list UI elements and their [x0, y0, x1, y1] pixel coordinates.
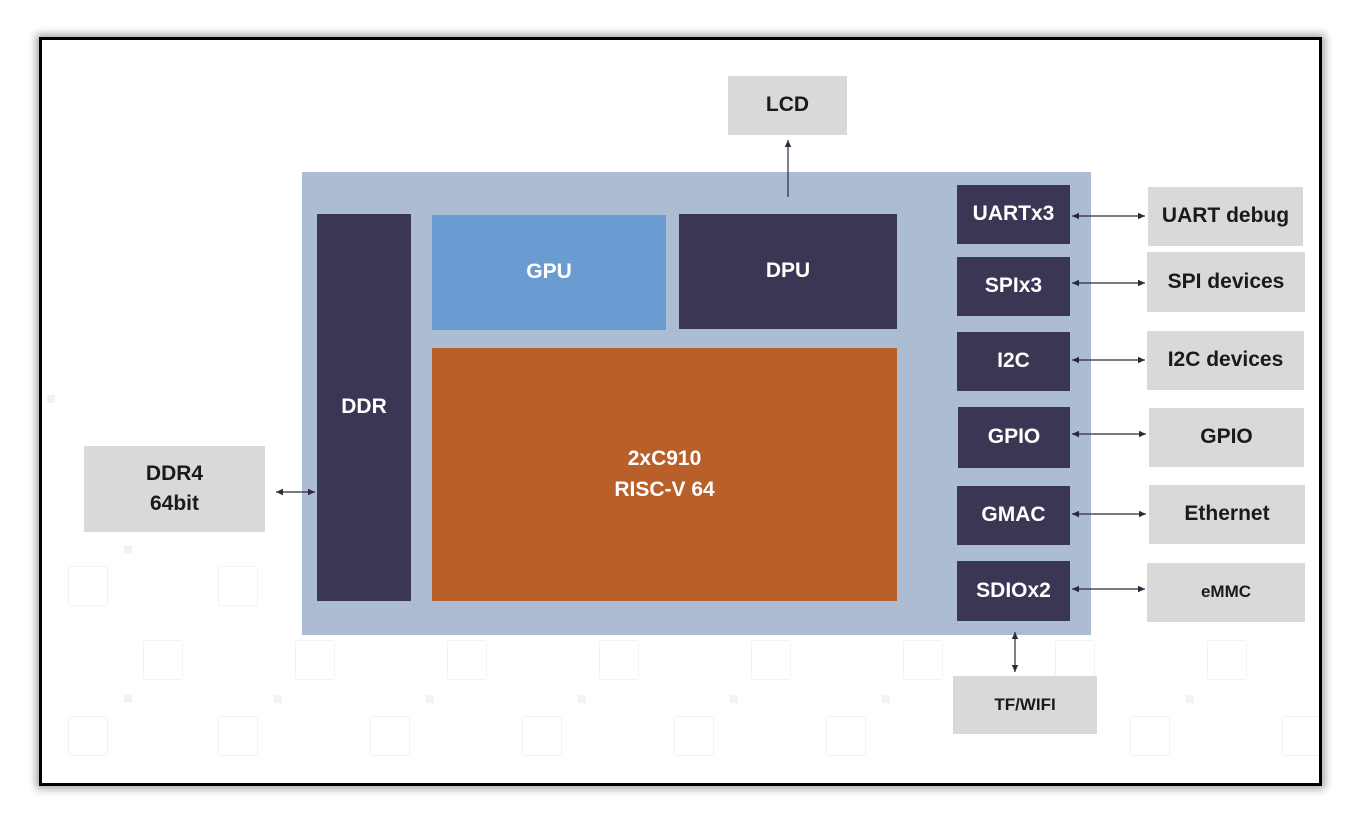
bg-dot [882, 695, 890, 703]
bg-square [447, 640, 487, 680]
bg-square [218, 716, 258, 756]
i2c-devices-block: I2C devices [1147, 331, 1304, 390]
bg-square [826, 716, 866, 756]
bg-square [1282, 716, 1319, 756]
bg-square [68, 566, 108, 606]
bg-dot [578, 695, 586, 703]
gmac-interface: GMAC [957, 486, 1070, 545]
gpio-interface: GPIO [958, 407, 1070, 468]
bg-dot [1186, 695, 1194, 703]
spi-devices-block: SPI devices [1147, 252, 1305, 312]
bg-dot [47, 395, 55, 403]
bg-square [599, 640, 639, 680]
ddr-controller: DDR [317, 214, 411, 601]
bg-square [218, 566, 258, 606]
bg-dot [730, 695, 738, 703]
emmc-block: eMMC [1147, 563, 1305, 622]
ddr4-memory-block: DDR4 64bit [84, 446, 265, 532]
uart-interface: UARTx3 [957, 185, 1070, 244]
cpu-block: 2xC910 RISC-V 64 [432, 348, 897, 601]
bg-dot [124, 545, 132, 553]
bg-square [522, 716, 562, 756]
uart-debug-block: UART debug [1148, 187, 1303, 246]
sdio-interface: SDIOx2 [957, 561, 1070, 621]
bg-square [1207, 640, 1247, 680]
i2c-interface: I2C [957, 332, 1070, 391]
lcd-block: LCD [728, 76, 847, 135]
bg-square [370, 716, 410, 756]
spi-interface: SPIx3 [957, 257, 1070, 316]
bg-dot [124, 695, 132, 703]
bg-square [903, 640, 943, 680]
bg-square [143, 640, 183, 680]
gpio-external-block: GPIO [1149, 408, 1304, 467]
bg-square [751, 640, 791, 680]
bg-square [674, 716, 714, 756]
ethernet-block: Ethernet [1149, 485, 1305, 544]
dpu-block: DPU [679, 214, 897, 329]
bg-dot [426, 695, 434, 703]
tf-wifi-block: TF/WIFI [953, 676, 1097, 734]
bg-square [1130, 716, 1170, 756]
gpu-block: GPU [432, 215, 666, 330]
bg-square [295, 640, 335, 680]
bg-square [68, 716, 108, 756]
bg-dot [274, 695, 282, 703]
